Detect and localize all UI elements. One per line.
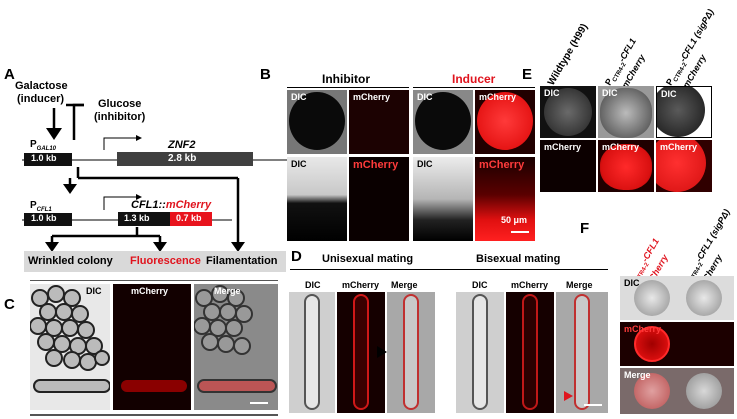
d-bi-merge-label: Merge (566, 280, 593, 290)
gal-promoter-box (24, 153, 72, 166)
f-mcherry-image: mCherry (620, 322, 734, 366)
d-red-arrowhead (564, 391, 573, 401)
d-uni-merge-image (387, 292, 435, 413)
panel-label-b: B (260, 66, 271, 83)
e-cfl-mcherry: mCherry (598, 140, 654, 192)
glucose-label: Glucose (98, 98, 142, 110)
c-bottom-rule (30, 414, 278, 416)
cfl-promoter-length: 1.0 kb (31, 213, 57, 223)
panel-label-a: A (4, 66, 15, 83)
promoter-gal-label: PGAL10 (30, 139, 57, 152)
d-bi-dic-image (456, 292, 504, 413)
d-bi-mcherry-label: mCherry (511, 280, 549, 290)
mcherry-tag-box (170, 212, 212, 226)
inducer-rule (413, 87, 535, 88)
d-bisexual-header: Bisexual mating (476, 253, 561, 265)
cfl-gene-label: CFL1::mCherry (131, 199, 212, 211)
b-scale-label: 50 μm (501, 215, 528, 225)
c-top-rule (30, 280, 278, 281)
b-inducer-mcherry-edge: mCherry 50 μm (475, 157, 535, 241)
b-inhibitor-dic-colony: DIC (287, 90, 347, 154)
inducer-header: Inducer (452, 72, 496, 86)
b-inhibitor-dic-edge: DIC (287, 157, 347, 241)
panel-label-d: D (291, 248, 302, 265)
inhibitor-label: (inhibitor) (94, 111, 146, 123)
e-sigp-dic: DIC (656, 86, 712, 138)
e-col3-header: PCTR4-2-CFL1 (sigPΔ) ::mCherry (664, 7, 716, 95)
cfl-promoter-box (24, 213, 72, 226)
d-uni-dic-label: DIC (305, 280, 321, 290)
c-merge-image: Merge (194, 284, 278, 410)
f-dic-image: DIC (620, 276, 734, 320)
znf2-label: ZNF2 (168, 139, 196, 151)
inhibitor-rule (287, 87, 409, 88)
d-bi-dic-label: DIC (472, 280, 488, 290)
tag-length: 0.7 kb (176, 213, 202, 223)
znf2-gene-box (117, 152, 253, 166)
e-wt-dic: DIC (540, 86, 596, 138)
d-uni-merge-label: Merge (391, 280, 418, 290)
panel-label-c: C (4, 296, 15, 313)
d-arrowhead-marker (377, 346, 387, 358)
inducer-label: (inducer) (17, 93, 65, 105)
output-wrinkled: Wrinkled colony (28, 255, 113, 267)
panel-label-f: F (580, 220, 590, 237)
d-header-rule (290, 269, 608, 270)
gal-length: 1.0 kb (31, 153, 57, 163)
d-uni-mcherry-label: mCherry (342, 280, 380, 290)
b-inhibitor-mcherry-edge: mCherry (349, 157, 409, 241)
e-col1-header: Wildtype (H99) (546, 21, 591, 88)
d-unisexual-header: Unisexual mating (322, 253, 414, 265)
c-mcherry-image: mCherry (113, 284, 191, 410)
output-filamentation: Filamentation (206, 255, 278, 267)
output-fluorescence: Fluorescence (130, 255, 201, 267)
d-bi-merge-image (556, 292, 608, 413)
d-scale-bar (584, 404, 602, 406)
b-inhibitor-mcherry-colony: mCherry (349, 90, 409, 154)
c-dic-image: DIC (30, 284, 110, 410)
galactose-label: Galactose (15, 80, 68, 92)
b-inducer-dic-edge: DIC (413, 157, 473, 241)
b-inducer-mcherry-colony: mCherry (475, 90, 535, 154)
cfl-gene-box (118, 212, 170, 226)
e-sigp-mcherry: mCherry (656, 140, 712, 192)
promoter-cfl-label: PCFL1 (30, 200, 52, 213)
d-uni-dic-image (289, 292, 335, 413)
c-cell-cluster (30, 285, 110, 393)
panel-label-e: E (522, 66, 533, 83)
outputs-box (24, 251, 286, 272)
b-scale-bar (511, 231, 529, 233)
e-cfl-dic: DIC (598, 86, 654, 138)
cfl-length: 1.3 kb (124, 213, 150, 223)
znf2-length: 2.8 kb (168, 153, 197, 164)
inhibitor-header: Inhibitor (322, 72, 370, 86)
c-scale-bar (250, 402, 268, 404)
e-wt-mcherry: mCherry (540, 140, 596, 192)
d-bi-mcherry-image (506, 292, 554, 413)
f-merge-image: Merge (620, 368, 734, 414)
b-inducer-dic-colony: DIC (413, 90, 473, 154)
